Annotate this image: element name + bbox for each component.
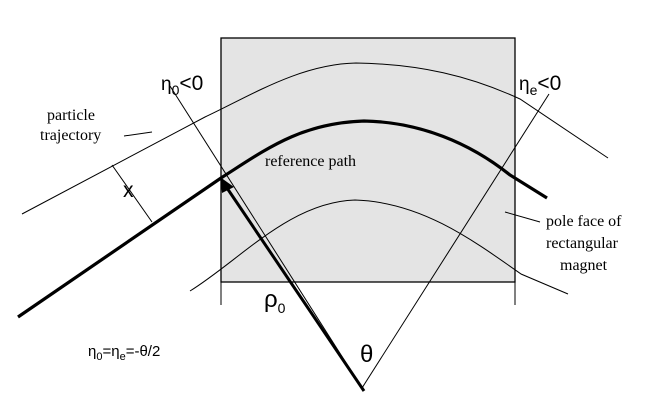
- etae-symbol: η: [519, 74, 530, 95]
- relation-sub0: 0: [96, 351, 102, 363]
- lower-particle-trajectory: [189, 199, 569, 295]
- eta0-symbol: η: [161, 74, 172, 95]
- relation-eq-eta: =η: [102, 343, 119, 360]
- eta0-label: η0<0: [161, 72, 203, 98]
- pole-face-label-line1: pole face of: [546, 213, 622, 230]
- theta-label: θ: [360, 341, 373, 368]
- upper-particle-trajectory: [21, 62, 609, 215]
- reference-path-curve: [17, 119, 548, 319]
- reference-path-label: reference path: [265, 153, 356, 170]
- pole-face-label-line3: magnet: [560, 257, 608, 274]
- pole-face-label-line2: rectangular: [546, 235, 619, 252]
- etae-condition: <0: [537, 72, 561, 95]
- relation-rest: =-θ/2: [126, 343, 161, 360]
- rho0-radius-line: [225, 187, 366, 392]
- eta0-condition: <0: [179, 72, 203, 95]
- eta0-subscript: 0: [172, 82, 180, 98]
- edge-angle-lines: [169, 85, 550, 389]
- pole-face-leader: [504, 211, 541, 223]
- etae-label: ηe<0: [519, 72, 561, 98]
- rho0-arrowhead: [220, 177, 234, 193]
- rho0-label: ρ0: [264, 286, 286, 316]
- exit-edge-line: [361, 93, 550, 389]
- relation-sube: e: [120, 351, 126, 363]
- relation-eta0: η: [88, 343, 96, 360]
- rho0-symbol: ρ: [264, 286, 278, 313]
- particle-trajectory-leader: [123, 131, 153, 137]
- entrance-edge-line: [169, 85, 363, 389]
- rho0-subscript: 0: [278, 300, 286, 316]
- pole-face-extension-lines: [220, 282, 516, 305]
- edge-angle-relation: η0=ηe=-θ/2: [88, 343, 160, 363]
- x-displacement-line: [111, 164, 153, 223]
- leader-lines: [123, 131, 541, 223]
- x-label: x: [123, 179, 134, 202]
- etae-subscript: e: [530, 82, 538, 98]
- particle-trajectory-label-line2: trajectory: [40, 127, 101, 144]
- particle-trajectory-label-line1: particle: [47, 107, 95, 124]
